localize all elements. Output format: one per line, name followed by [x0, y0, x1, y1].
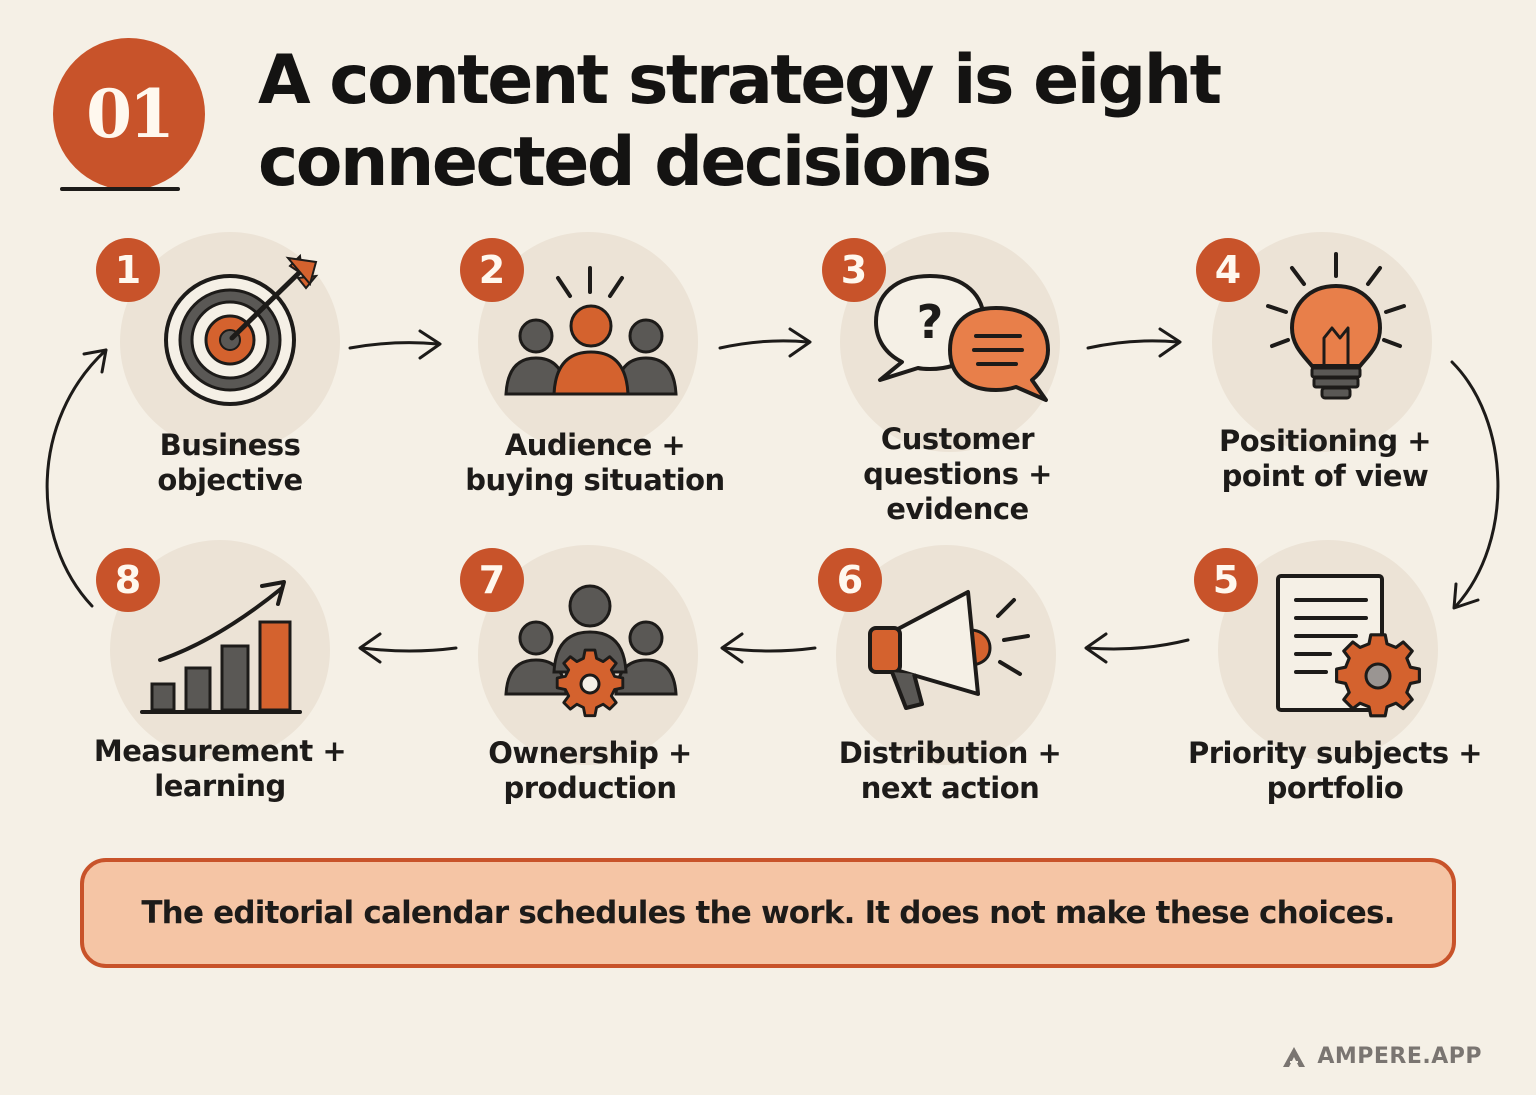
arrow-6-to-7 — [720, 632, 817, 664]
lightbulb-icon — [1266, 252, 1406, 400]
svg-text:?: ? — [917, 295, 944, 349]
step-8-label: Measurement + learning — [70, 734, 370, 804]
step-3-number: 3 — [840, 248, 868, 292]
arrow-5-to-6 — [1084, 632, 1190, 664]
page-title-line-2: connected decisions — [258, 123, 992, 202]
audience-group-icon — [504, 266, 678, 396]
step-5-number: 5 — [1212, 558, 1240, 602]
step-3-badge: 3 — [822, 238, 886, 302]
section-number-badge: 01 — [53, 38, 205, 190]
step-2-label: Audience + buying situation — [440, 428, 750, 498]
step-5-badge: 5 — [1194, 548, 1258, 612]
step-3-label-line-1: Customer — [880, 422, 1035, 456]
arrow-1-to-2 — [348, 329, 442, 360]
arrow-8-to-1 — [45, 348, 108, 608]
document-gear-icon — [1276, 574, 1421, 718]
section-number: 01 — [86, 75, 175, 153]
growth-chart-icon — [140, 580, 302, 714]
arrow-4-to-5 — [1450, 360, 1500, 610]
brand-name: AMPERE.APP — [1317, 1044, 1482, 1069]
brand: AMPERE.APP — [1281, 1044, 1482, 1069]
page-title: A content strategy is eight connected de… — [258, 40, 1222, 204]
step-5-label-line-2: portfolio — [1266, 771, 1404, 805]
step-4-badge: 4 — [1196, 238, 1260, 302]
arrow-2-to-3 — [718, 327, 812, 358]
step-1-label: Business objective — [80, 428, 380, 498]
step-1-label-line-1: Business — [159, 428, 301, 462]
speech-bubbles-icon: ? — [874, 274, 1050, 402]
target-arrow-icon — [164, 253, 319, 406]
step-4-label-line-1: Positioning + — [1219, 424, 1432, 458]
footer-banner: The editorial calendar schedules the wor… — [80, 858, 1456, 968]
step-1-badge: 1 — [96, 238, 160, 302]
ampere-logo-icon — [1283, 1046, 1306, 1067]
step-2-badge: 2 — [460, 238, 524, 302]
step-2-number: 2 — [478, 248, 506, 292]
step-8-label-line-1: Measurement + — [93, 734, 347, 768]
step-6-label-line-1: Distribution + — [838, 736, 1062, 770]
step-7-label-line-1: Ownership + — [488, 736, 692, 770]
step-3-label: Customer questions + evidence — [800, 422, 1115, 527]
megaphone-icon — [868, 590, 1030, 710]
step-3-label-line-2: questions + — [863, 457, 1052, 491]
page-title-line-1: A content strategy is eight — [258, 41, 1222, 120]
step-7-label-line-2: production — [503, 771, 677, 805]
banner-text: The editorial calendar schedules the wor… — [141, 895, 1395, 931]
step-6-badge: 6 — [818, 548, 882, 612]
team-gear-icon — [504, 584, 678, 718]
step-1-label-line-2: objective — [157, 463, 303, 497]
step-8-number: 8 — [114, 558, 142, 602]
badge-underline — [60, 187, 180, 191]
step-3-label-line-3: evidence — [886, 492, 1029, 526]
step-4-label: Positioning + point of view — [1170, 424, 1480, 494]
step-4-number: 4 — [1214, 248, 1242, 292]
step-6-label-line-2: next action — [860, 771, 1040, 805]
step-7-badge: 7 — [460, 548, 524, 612]
arrow-7-to-8 — [358, 632, 458, 664]
step-2-label-line-1: Audience + — [504, 428, 686, 462]
step-4-label-line-2: point of view — [1221, 459, 1429, 493]
step-5-label: Priority subjects + portfolio — [1170, 736, 1500, 806]
step-2-label-line-2: buying situation — [465, 463, 725, 497]
step-6-number: 6 — [836, 558, 864, 602]
step-7-number: 7 — [478, 558, 506, 602]
step-1-number: 1 — [114, 248, 142, 292]
step-6-label: Distribution + next action — [800, 736, 1100, 806]
step-5-label-line-1: Priority subjects + — [1187, 736, 1483, 770]
step-8-badge: 8 — [96, 548, 160, 612]
step-8-label-line-2: learning — [154, 769, 286, 803]
arrow-3-to-4 — [1086, 327, 1182, 358]
step-7-label: Ownership + production — [440, 736, 740, 806]
